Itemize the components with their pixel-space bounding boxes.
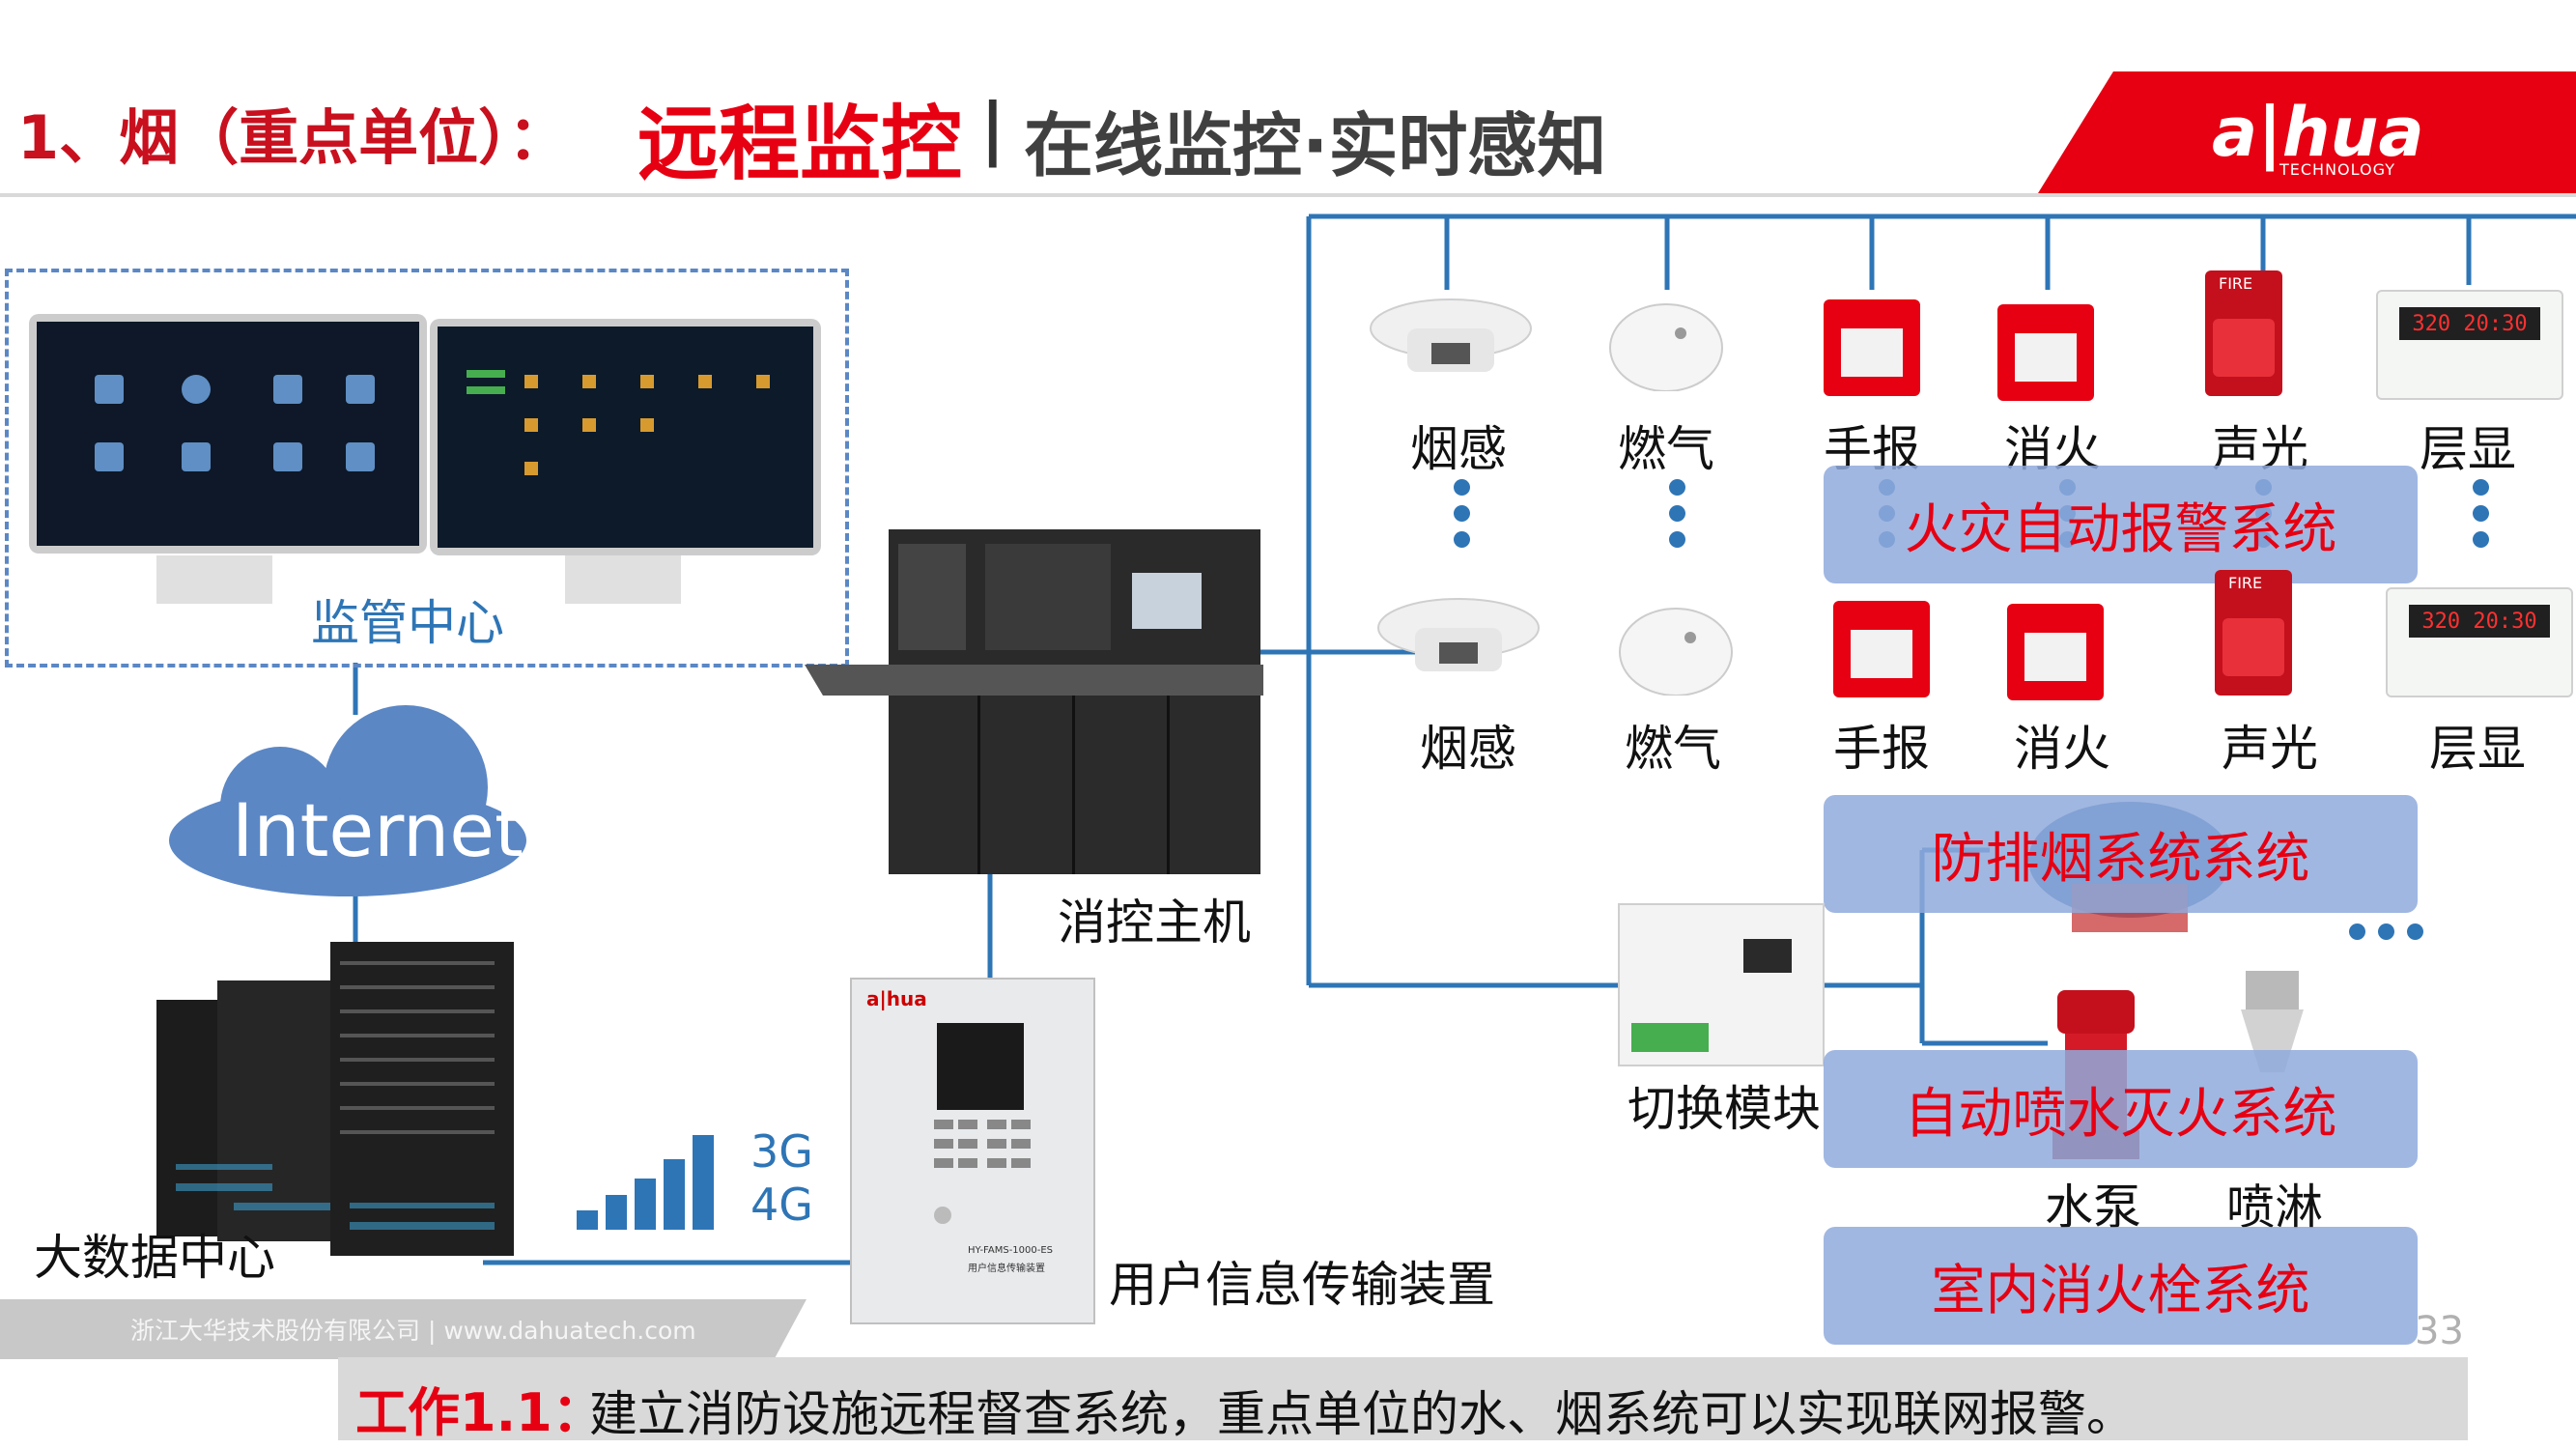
ellipsis-dot <box>2378 923 2394 940</box>
fire-host-screen <box>1132 573 1202 629</box>
monitor-left <box>29 314 427 554</box>
system-indoor-hydrant: 室内消火栓系统 <box>1824 1227 2418 1345</box>
transmitter-screen <box>937 1023 1024 1110</box>
label-gas-1: 燃气 <box>1618 421 1714 477</box>
label-smoke-2: 烟感 <box>1420 721 1516 777</box>
strobe-fire-label: FIRE <box>2219 274 2253 293</box>
floor-display-screen: 320 20:30 <box>2409 605 2550 638</box>
monitor-center-frame <box>5 269 849 668</box>
label-smoke-1: 烟感 <box>1410 421 1507 477</box>
server-rack-middle <box>217 980 338 1241</box>
fire-host-panel-top <box>889 529 1260 665</box>
server-glow <box>176 961 495 1230</box>
ellipsis-dot <box>2473 505 2489 522</box>
work-note-bar <box>338 1357 2468 1440</box>
system-sprinkler: 自动喷水灭火系统 <box>1824 1050 2418 1168</box>
monitor-right <box>430 319 821 555</box>
manual-alarm-button-icon <box>1824 299 1920 396</box>
gas-detector-icon <box>1609 303 1723 391</box>
transmitter-model: HY-FAMS-1000-ES <box>968 1245 1054 1256</box>
label-display-2: 层显 <box>2429 721 2526 777</box>
label-gas-2: 燃气 <box>1625 721 1721 777</box>
fire-host-desk <box>805 665 1263 696</box>
floor-display-icon: 320 20:30 <box>2386 587 2573 697</box>
ellipsis-dot <box>1669 505 1685 522</box>
cabinet-divider <box>977 696 980 874</box>
footer-company-text: 浙江大华技术股份有限公司 | www.dahuatech.com <box>130 1317 696 1345</box>
ellipsis-dot <box>2473 531 2489 548</box>
ellipsis-dot <box>2473 479 2489 496</box>
ellipsis-dot <box>2407 923 2423 940</box>
header-divider <box>0 193 2576 197</box>
transmitter-keypad <box>934 1120 1031 1168</box>
floor-display-icon: 320 20:30 <box>2376 290 2563 400</box>
transmitter-label: 用户信息传输装置 <box>1109 1257 1495 1313</box>
signal-strength-icon <box>577 1135 714 1230</box>
switch-module-terminals <box>1631 1023 1709 1052</box>
strobe-alarm-icon: FIRE <box>2205 270 2282 396</box>
page-title-main: 远程监控 <box>637 97 963 191</box>
strobe-alarm-icon: FIRE <box>2215 570 2292 696</box>
ellipsis-dot <box>1454 531 1470 548</box>
fire-host-label: 消控主机 <box>1058 895 1251 951</box>
dashboard-icons <box>95 375 375 471</box>
switch-module-screen <box>1743 939 1792 973</box>
switch-module-device <box>1618 903 1825 1066</box>
ellipsis-dot <box>1669 531 1685 548</box>
smoke-detector-icon <box>1370 298 1532 372</box>
manual-alarm-button-icon <box>1833 601 1930 697</box>
label-strobe-2: 声光 <box>2222 721 2318 777</box>
transmitter-device: a|hua HY-FAMS-1000-ES 用户信息传输装置 <box>850 978 1095 1324</box>
hydrant-button-icon <box>2007 604 2104 700</box>
internet-cloud-icon <box>169 705 526 896</box>
transmitter-name: 用户信息传输装置 <box>968 1264 1045 1274</box>
pump-label: 水泵 <box>2045 1179 2141 1236</box>
big-data-center-label: 大数据中心 <box>34 1230 275 1286</box>
signal-3g-label: 3G <box>750 1125 813 1178</box>
ellipsis-dot <box>1454 505 1470 522</box>
ellipsis-dot <box>1454 479 1470 496</box>
work-note-label: 工作1.1： <box>355 1382 605 1443</box>
brand-logo-subtitle: TECHNOLOGY <box>2279 160 2395 179</box>
brand-logo-banner <box>2038 71 2576 193</box>
sprinkler-label: 喷淋 <box>2226 1179 2323 1236</box>
page-title-prefix: 1、烟（重点单位）： <box>17 102 569 173</box>
system-smoke-exhaust: 防排烟系统系统 <box>1824 795 2418 913</box>
cabinet-divider <box>1072 696 1075 874</box>
strobe-fire-label: FIRE <box>2228 574 2263 592</box>
transmitter-brand: a|hua <box>866 987 927 1010</box>
switch-module-label: 切换模块 <box>1628 1081 1821 1137</box>
internet-label: Internet <box>232 787 524 873</box>
smoke-detector-icon <box>1377 598 1540 671</box>
hydrant-button-icon <box>1997 304 2094 401</box>
system-fire-alarm: 火灾自动报警系统 <box>1824 466 2418 583</box>
monitor-left-screen <box>37 322 419 546</box>
label-hydrant-2: 消火 <box>2014 721 2110 777</box>
signal-4g-label: 4G <box>750 1179 813 1231</box>
brand-logo-text: a|hua <box>2212 93 2424 172</box>
work-note-text: 建立消防设施远程督查系统，重点单位的水、烟系统可以实现联网报警。 <box>589 1386 2135 1442</box>
monitor-list-rows <box>467 370 770 475</box>
ellipsis-dot <box>2349 923 2365 940</box>
fire-host-cabinet <box>889 696 1260 874</box>
cabinet-divider <box>1167 696 1170 874</box>
label-manual-2: 手报 <box>1833 721 1930 777</box>
gas-detector-icon <box>1619 608 1733 696</box>
monitor-left-stand <box>156 555 272 604</box>
fire-host-module-2 <box>985 544 1111 650</box>
page-title-separator: | <box>980 89 1005 168</box>
transmitter-key-icon <box>934 1207 951 1224</box>
label-display-1: 层显 <box>2420 421 2516 477</box>
page-number: 33 <box>2415 1309 2464 1353</box>
ellipsis-dot <box>1669 479 1685 496</box>
floor-display-screen: 320 20:30 <box>2399 307 2540 340</box>
footer-company-bar <box>0 1299 807 1359</box>
monitor-right-screen <box>438 327 813 548</box>
monitor-right-stand <box>565 555 681 604</box>
page-subtitle: 在线监控·实时感知 <box>1024 105 1607 186</box>
fire-host-module-1 <box>898 544 966 650</box>
monitor-center-label: 监管中心 <box>311 595 504 651</box>
